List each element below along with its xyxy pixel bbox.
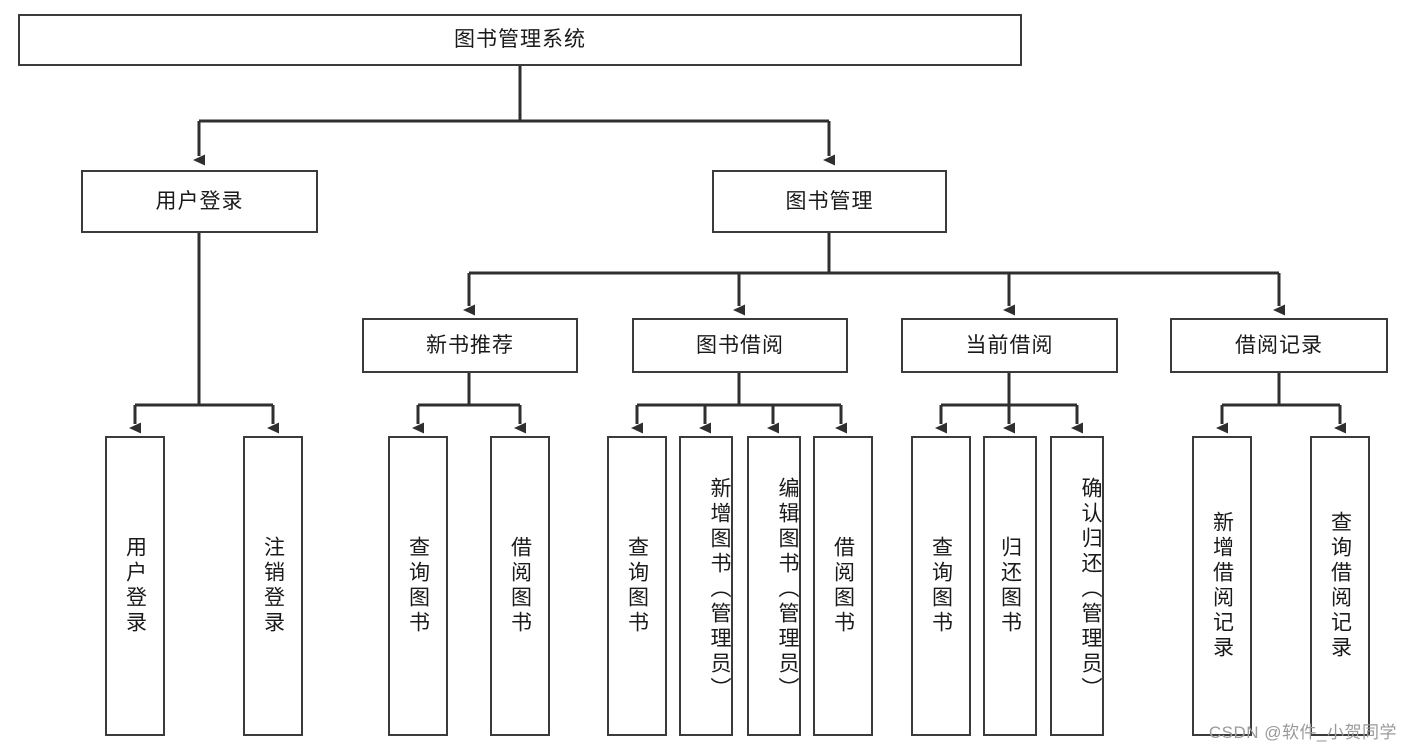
- node-leaf-query-book-borrow[interactable]: 查询图书: [607, 436, 667, 736]
- node-label: 归还图书: [998, 536, 1022, 636]
- node-leaf-add-book[interactable]: 新增图书（管理员）: [679, 436, 733, 736]
- node-leaf-query-borrow-record[interactable]: 查询借阅记录: [1310, 436, 1370, 736]
- node-label: 注销登录: [261, 536, 285, 636]
- node-label: 用户登录: [155, 189, 244, 213]
- node-label: 确认归还（管理员）: [1079, 476, 1102, 702]
- node-leaf-query-book-recommend[interactable]: 查询图书: [388, 436, 448, 736]
- node-label: 查询图书: [929, 536, 953, 636]
- node-label: 借阅记录: [1235, 333, 1323, 357]
- node-book-borrow[interactable]: 图书借阅: [632, 318, 848, 373]
- node-current-borrow[interactable]: 当前借阅: [901, 318, 1118, 373]
- node-label: 新增图书（管理员）: [708, 476, 731, 702]
- node-label: 当前借阅: [965, 333, 1054, 357]
- node-label: 编辑图书（管理员）: [776, 476, 799, 702]
- node-label: 用户登录: [123, 536, 147, 636]
- node-label: 新增借阅记录: [1210, 511, 1234, 661]
- watermark-text: CSDN @软件_小贺同学: [1208, 723, 1397, 742]
- node-label: 查询借阅记录: [1328, 511, 1352, 661]
- node-leaf-confirm-return[interactable]: 确认归还（管理员）: [1050, 436, 1104, 736]
- node-leaf-borrow-book[interactable]: 借阅图书: [813, 436, 873, 736]
- node-leaf-edit-book[interactable]: 编辑图书（管理员）: [747, 436, 801, 736]
- node-label: 图书管理: [785, 189, 874, 213]
- node-root-system[interactable]: 图书管理系统: [18, 14, 1022, 66]
- node-new-book-recommend[interactable]: 新书推荐: [362, 318, 578, 373]
- node-label: 查询图书: [406, 536, 430, 636]
- node-label: 借阅图书: [508, 536, 532, 636]
- node-borrow-record[interactable]: 借阅记录: [1170, 318, 1388, 373]
- node-leaf-logout-login[interactable]: 注销登录: [243, 436, 303, 736]
- node-leaf-user-login[interactable]: 用户登录: [105, 436, 165, 736]
- node-book-management[interactable]: 图书管理: [712, 170, 947, 233]
- node-label: 图书借阅: [696, 333, 784, 357]
- node-leaf-add-borrow-record[interactable]: 新增借阅记录: [1192, 436, 1252, 736]
- node-label: 借阅图书: [831, 536, 855, 636]
- node-label: 图书管理系统: [454, 28, 586, 52]
- node-leaf-return-book[interactable]: 归还图书: [983, 436, 1037, 736]
- node-user-login[interactable]: 用户登录: [81, 170, 318, 233]
- node-leaf-borrow-book-recommend[interactable]: 借阅图书: [490, 436, 550, 736]
- node-label: 新书推荐: [426, 333, 514, 357]
- node-label: 查询图书: [625, 536, 649, 636]
- node-leaf-query-book-current[interactable]: 查询图书: [911, 436, 971, 736]
